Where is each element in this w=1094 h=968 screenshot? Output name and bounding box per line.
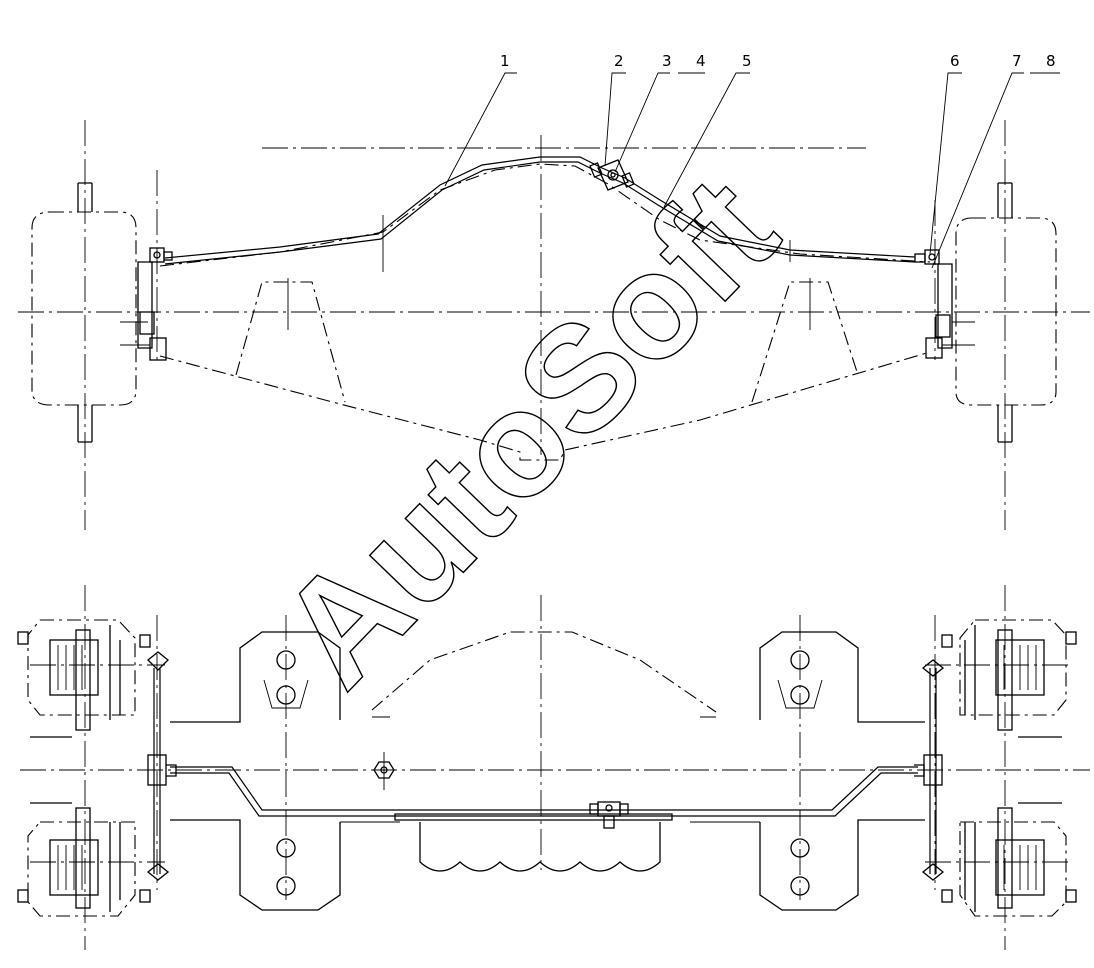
callout-7: 7 <box>1012 52 1022 70</box>
top-view <box>18 120 1090 530</box>
bottom-tee-fitting <box>589 801 629 829</box>
left-lower-caliper <box>17 807 151 917</box>
right-brake-fittings <box>914 249 975 359</box>
callout-8: 8 <box>1046 52 1056 70</box>
callout-4: 4 <box>696 52 706 70</box>
part-callouts: 1 2 3 4 5 6 7 8 <box>444 52 1060 269</box>
left-brake-fittings <box>120 247 173 361</box>
left-upper-caliper <box>17 619 151 731</box>
bottom-view <box>17 585 1090 950</box>
callout-6: 6 <box>950 52 960 70</box>
callout-5: 5 <box>742 52 752 70</box>
left-hub-brake-lines <box>146 651 177 881</box>
callout-3: 3 <box>662 52 672 70</box>
callout-1: 1 <box>500 52 510 70</box>
right-wheel <box>955 182 1057 443</box>
top-tee-fitting <box>589 159 635 191</box>
vent-nut <box>373 752 395 790</box>
right-lower-caliper <box>941 807 1077 917</box>
right-hub-brake-lines <box>914 659 945 881</box>
left-wheel <box>31 182 137 443</box>
watermark: AutoSoft <box>247 145 808 717</box>
right-upper-caliper <box>941 619 1077 731</box>
callout-2: 2 <box>614 52 624 70</box>
